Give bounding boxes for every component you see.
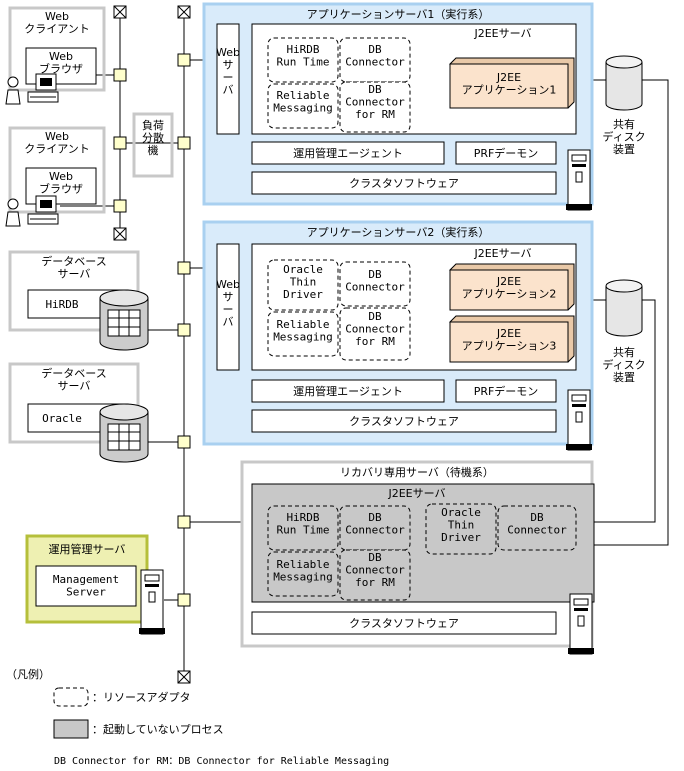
disk-icon (605, 55, 643, 111)
mgmt-title: 運用管理サーバ (49, 542, 126, 556)
user-pc-icon (5, 195, 59, 227)
shared-disk-1: 共有ディスク装置 (602, 55, 646, 156)
prf-label: PRFデーモン (474, 384, 539, 398)
database-icon (99, 289, 149, 351)
db-server-title: データベースサーバ (41, 254, 106, 281)
cluster-label: クラスタソフトウェア (349, 415, 459, 428)
legend-adapter-label: ：リソースアダプタ (92, 690, 190, 704)
shared-disk-2: 共有ディスク装置 (602, 279, 646, 384)
legend-title: （凡例） (6, 667, 50, 681)
network-main (177, 5, 191, 684)
server-tower-icon (566, 389, 592, 451)
network-nodes (113, 53, 191, 607)
app-server-title: アプリケーションサーバ2（実行系） (307, 225, 490, 239)
shared-disk-label: 共有ディスク装置 (602, 345, 645, 384)
user-pc-icon (5, 73, 59, 105)
db-name: Oracle (42, 412, 82, 425)
load-balancer: 負荷分散機 (132, 112, 174, 178)
agent-label: 運用管理エージェント (293, 146, 403, 160)
j2ee-server-label: J2EEサーバ (473, 27, 531, 40)
cluster-label: クラスタソフトウェア (349, 177, 459, 190)
recovery-server-title: リカバリ専用サーバ（待機系） (340, 465, 494, 479)
db-name: HiRDB (45, 298, 78, 311)
network-left (113, 5, 127, 241)
database-icon (99, 403, 149, 463)
db-server-oracle: データベースサーバ Oracle (8, 362, 149, 463)
j2ee-server-label: J2EEサーバ (387, 487, 445, 500)
server-tower-icon (568, 593, 594, 655)
server-tower-icon (566, 149, 592, 211)
agent-label: 運用管理エージェント (293, 384, 403, 398)
disk-icon (605, 279, 643, 337)
j2ee-server-label: J2EEサーバ (473, 247, 531, 260)
db-server-title: データベースサーバ (41, 366, 106, 393)
legend: （凡例） ：リソースアダプタ ：起動していないプロセス DB Connector… (6, 667, 389, 767)
db-server-hirdb: データベースサーバ HiRDB (8, 250, 149, 351)
shared-disk-label: 共有ディスク装置 (602, 117, 645, 156)
legend-inactive-label: ：起動していないプロセス (92, 722, 224, 736)
app-server-title: アプリケーションサーバ1（実行系） (307, 7, 490, 21)
server-tower-icon (139, 569, 165, 635)
prf-label: PRFデーモン (474, 146, 539, 160)
cluster-label: クラスタソフトウェア (349, 617, 459, 630)
load-balancer-label: 負荷分散機 (142, 119, 164, 157)
legend-note: DB Connector for RM：DB Connector for Rel… (54, 756, 389, 767)
